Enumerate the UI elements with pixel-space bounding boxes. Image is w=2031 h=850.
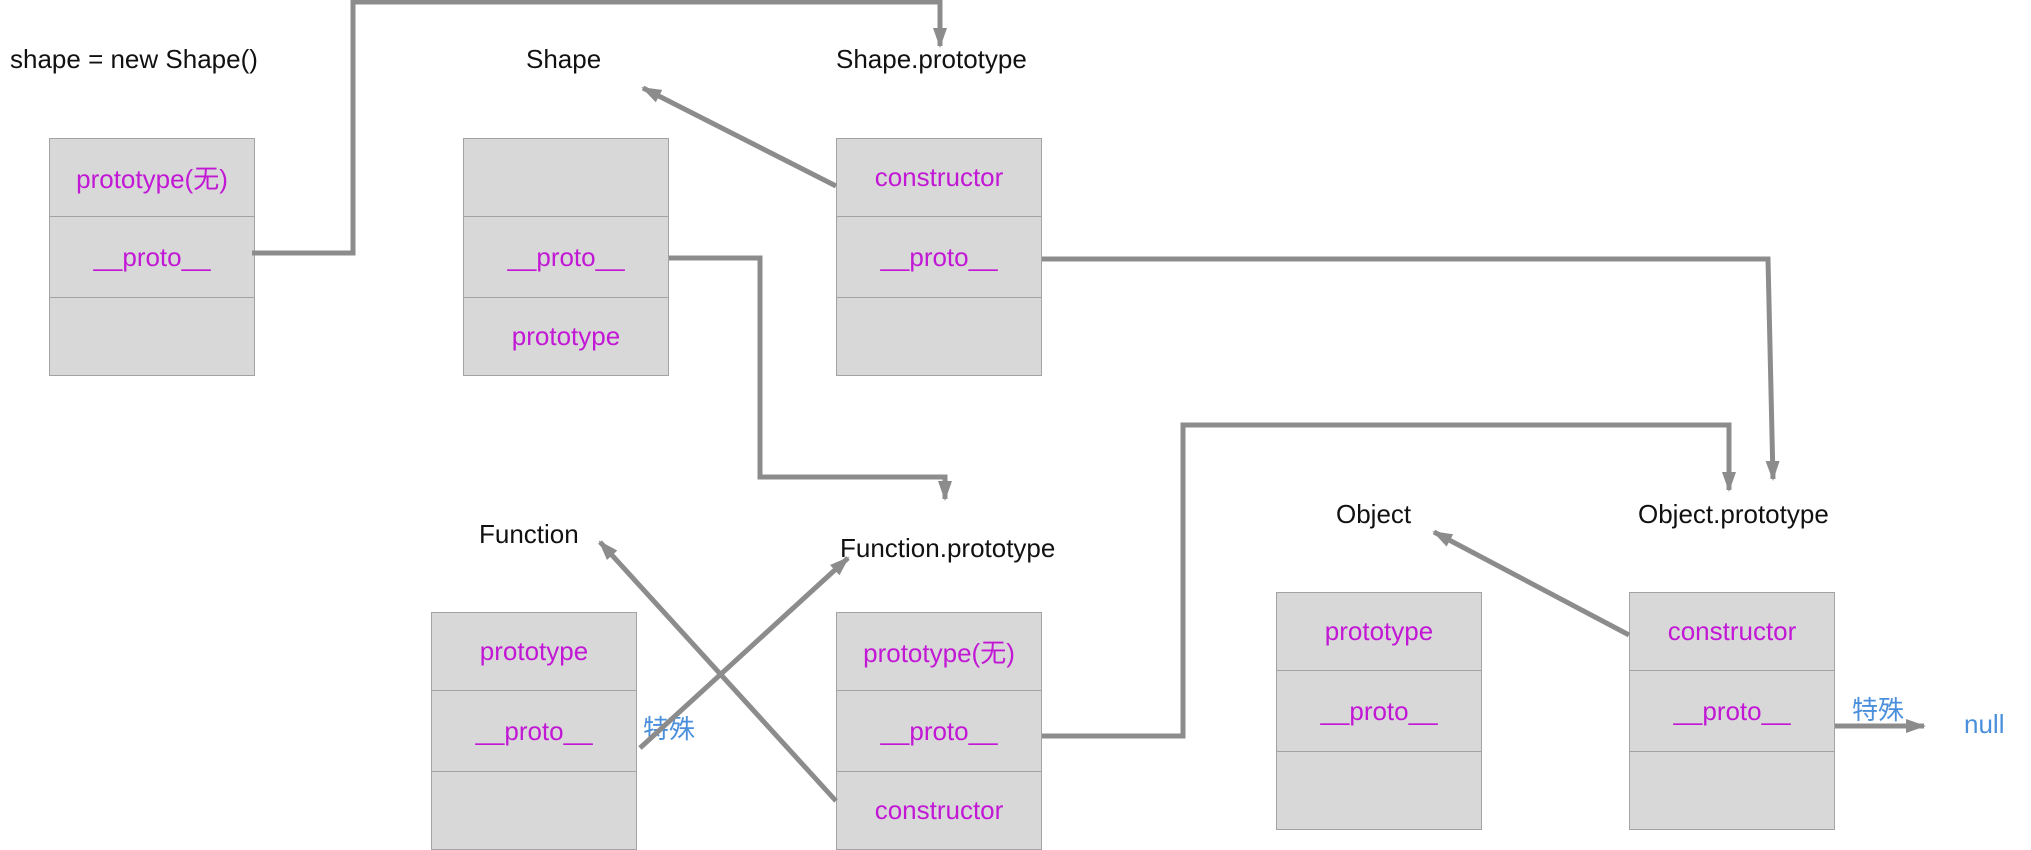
- arrow-instance-proto-to-shape-prototype: [252, 0, 947, 256]
- proto-field: __proto__: [432, 690, 636, 771]
- object-prototype-title: Object.prototype: [1638, 499, 1829, 529]
- prototype-field: prototype: [479, 636, 589, 667]
- function-box: prototype __proto__: [431, 612, 637, 850]
- shape-box: __proto__ prototype: [463, 138, 669, 376]
- empty-field: [432, 770, 636, 849]
- arrow-function-proto-to-function-prototype: [638, 556, 850, 750]
- empty-field: [1630, 750, 1834, 829]
- empty-field: [837, 296, 1041, 375]
- proto-field: __proto__: [464, 216, 668, 297]
- shape-instance-title: shape = new Shape(): [10, 44, 258, 74]
- prototype-field: prototype: [464, 296, 668, 375]
- special-note-object: 特殊: [1852, 695, 1905, 725]
- arrow-function-prototype-constructor-to-function: [598, 540, 838, 803]
- shape-prototype-title: Shape.prototype: [836, 44, 1027, 74]
- empty-field: [50, 296, 254, 375]
- arrow-shape-prototype-constructor-to-shape: [641, 85, 838, 189]
- arrow-shape-prototype-proto-to-object-prototype: [1042, 256, 1780, 481]
- function-prototype-box: prototype(无) __proto__ constructor: [836, 612, 1042, 850]
- constructor-field: constructor: [1667, 616, 1797, 647]
- shape-prototype-box: constructor __proto__: [836, 138, 1042, 376]
- proto-field: __proto__: [837, 690, 1041, 771]
- constructor-field: constructor: [874, 162, 1004, 193]
- object-box: prototype __proto__: [1276, 592, 1482, 830]
- proto-field: __proto__: [1630, 670, 1834, 751]
- arrow-shape-proto-to-function-prototype: [669, 255, 952, 501]
- arrow-object-prototype-constructor-to-object: [1432, 529, 1631, 638]
- function-title: Function: [479, 519, 579, 549]
- object-title: Object: [1336, 499, 1412, 529]
- shape-instance-box: prototype(无) __proto__: [49, 138, 255, 376]
- shape-title: Shape: [526, 44, 602, 74]
- prototype-field: prototype(无): [76, 164, 228, 195]
- empty-field: [1277, 750, 1481, 829]
- prototype-field: prototype(无): [863, 638, 1015, 669]
- proto-field: __proto__: [1277, 670, 1481, 751]
- proto-field: __proto__: [50, 216, 254, 297]
- constructor-field: constructor: [837, 770, 1041, 849]
- arrow-function-prototype-proto-to-object-prototype: [1042, 422, 1736, 739]
- object-prototype-box: constructor __proto__: [1629, 592, 1835, 830]
- function-prototype-title: Function.prototype: [840, 533, 1056, 563]
- prototype-field: prototype: [1324, 616, 1434, 647]
- proto-field: __proto__: [837, 216, 1041, 297]
- null-label: null: [1964, 709, 2005, 739]
